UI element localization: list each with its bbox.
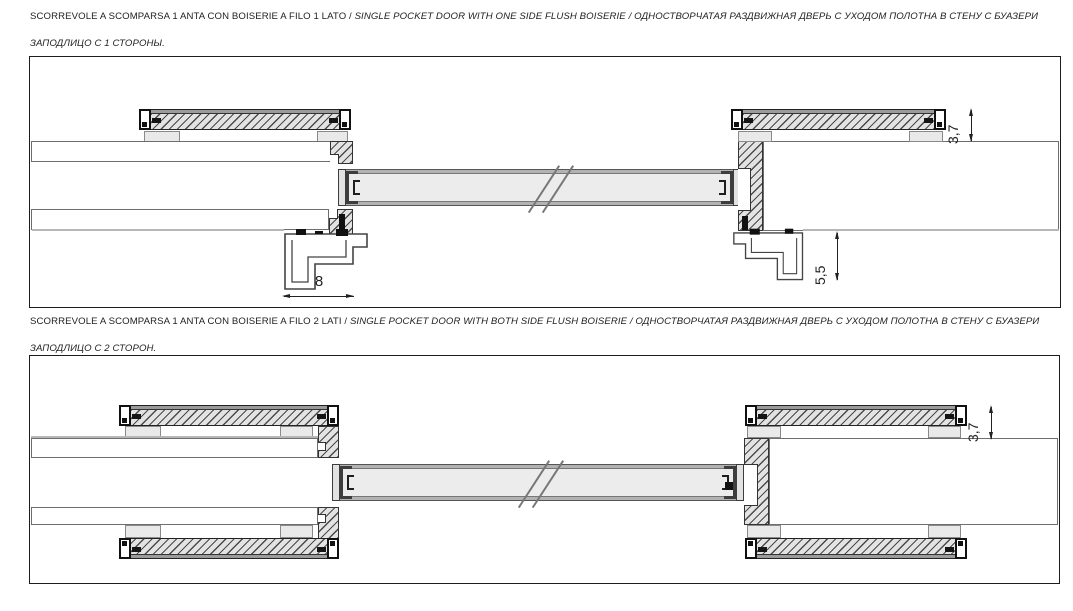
section-title-two-sides: SCORREVOLE A SCOMPARSA 1 ANTA CON BOISER… [30, 308, 1044, 362]
mounting-clip-icon [327, 405, 339, 426]
dimension-casing-depth-label: 5,5 [812, 265, 828, 285]
drawing-one-side-flush: 8 3,7 5,5 [29, 56, 1061, 308]
clip-hook-icon [758, 547, 767, 552]
boiserie-face-strip [746, 406, 966, 410]
jamb-notch [330, 154, 339, 164]
spacer-block [747, 426, 781, 438]
mounting-clip-icon [327, 538, 339, 559]
title-english-russian: SINGLE POCKET DOOR WITH ONE SIDE FLUSH B… [30, 11, 1039, 49]
jamb-casing-profile-right [733, 228, 804, 281]
door-guide-icon [742, 216, 748, 230]
title-italian: SCORREVOLE A SCOMPARSA 1 ANTA CON BOISER… [30, 316, 350, 327]
dimension-boiserie-offset-label: 3,7 [945, 124, 961, 144]
door-skin-top [333, 465, 743, 469]
clip-hook-icon [317, 414, 326, 419]
solid-wall-right [769, 438, 1058, 525]
dimension-arrow-icon [346, 294, 354, 298]
spacer-block [747, 525, 781, 538]
closing-jamb [738, 141, 763, 231]
jamb-door-recess [738, 168, 751, 211]
mounting-clip-icon [139, 109, 151, 130]
boiserie-face-strip [120, 554, 338, 558]
mounting-clip-icon [119, 405, 131, 426]
section-title-one-side: SCORREVOLE A SCOMPARSA 1 ANTA CON BOISER… [30, 3, 1044, 57]
boiserie-panel-left-top [119, 405, 339, 426]
clip-hook-icon [329, 118, 338, 123]
mounting-clip-icon [119, 538, 131, 559]
title-english-russian: SINGLE POCKET DOOR WITH BOTH SIDE FLUSH … [30, 316, 1040, 354]
spacer-block [280, 525, 313, 538]
spacer-block [909, 131, 943, 142]
dimension-line [837, 233, 839, 280]
wall-finish-line [31, 436, 318, 438]
mounting-clip-icon [955, 405, 967, 426]
mounting-clip-icon [934, 109, 946, 130]
door-guide-icon [725, 482, 733, 490]
clip-hook-icon [758, 414, 767, 419]
clip-hook-icon [744, 118, 753, 123]
spacer-block [125, 525, 161, 538]
clip-hook-icon [945, 414, 954, 419]
spacer-block [738, 131, 772, 142]
jamb-notch [329, 209, 338, 219]
dimension-line [991, 407, 993, 439]
boiserie-panel-left-bottom [119, 538, 339, 559]
pocket-wall-lower [31, 507, 318, 525]
dimension-boiserie-offset-label: 3,7 [965, 422, 981, 442]
jamb-notch [318, 514, 326, 523]
dimension-arrow-icon [989, 432, 993, 440]
boiserie-face-strip [746, 554, 966, 558]
boiserie-face-strip [140, 110, 350, 114]
clip-hook-icon [132, 547, 141, 552]
dimension-line [284, 296, 354, 298]
mounting-clip-icon [955, 538, 967, 559]
drawing-both-sides-flush: 3,7 [29, 355, 1060, 584]
spacer-block [928, 525, 961, 538]
clip-hook-icon [132, 414, 141, 419]
dimension-arrow-icon [969, 134, 973, 142]
clip-hook-icon [317, 547, 326, 552]
pocket-jamb-lower [318, 507, 339, 539]
door-leaf [332, 460, 744, 508]
clip-hook-icon [924, 118, 933, 123]
boiserie-panel-right-bottom [745, 538, 967, 559]
boiserie-face-strip [120, 406, 338, 410]
mounting-clip-icon [339, 109, 351, 130]
door-skin-top [339, 170, 740, 174]
pocket-jamb-upper [330, 141, 353, 164]
closing-jamb [744, 438, 769, 525]
jamb-door-recess [744, 464, 758, 506]
solid-wall-right [763, 141, 1059, 231]
door-guide-icon [339, 214, 345, 230]
pocket-wall-upper [31, 141, 331, 162]
dimension-line [971, 110, 973, 141]
clip-hook-icon [152, 118, 161, 123]
jamb-casing-profile-left [284, 229, 368, 290]
title-italian: SCORREVOLE A SCOMPARSA 1 ANTA CON BOISER… [30, 11, 355, 22]
boiserie-panel-right-top [745, 405, 967, 426]
boiserie-panel-right [731, 109, 946, 130]
dimension-arrow-icon [835, 273, 839, 281]
wall-finish-line [32, 229, 284, 231]
wall-finish-line [803, 229, 1059, 231]
boiserie-panel-left [139, 109, 351, 130]
pocket-wall-upper [31, 438, 318, 458]
dimension-arrow-icon [989, 405, 993, 413]
dimension-arrow-icon [835, 231, 839, 239]
jamb-notch [318, 442, 326, 451]
spacer-block [928, 426, 961, 438]
boiserie-face-strip [732, 110, 945, 114]
dimension-arrow-icon [282, 294, 290, 298]
dimension-pocket-width-label: 8 [314, 273, 324, 290]
dimension-arrow-icon [969, 108, 973, 116]
door-skin-bottom [339, 201, 740, 205]
door-leaf [338, 165, 741, 213]
mounting-clip-icon [731, 109, 743, 130]
pocket-jamb-upper [318, 426, 339, 458]
mounting-clip-icon [745, 538, 757, 559]
mounting-clip-icon [745, 405, 757, 426]
clip-hook-icon [945, 547, 954, 552]
door-edge-profile [332, 464, 358, 501]
door-edge-profile [338, 169, 364, 206]
